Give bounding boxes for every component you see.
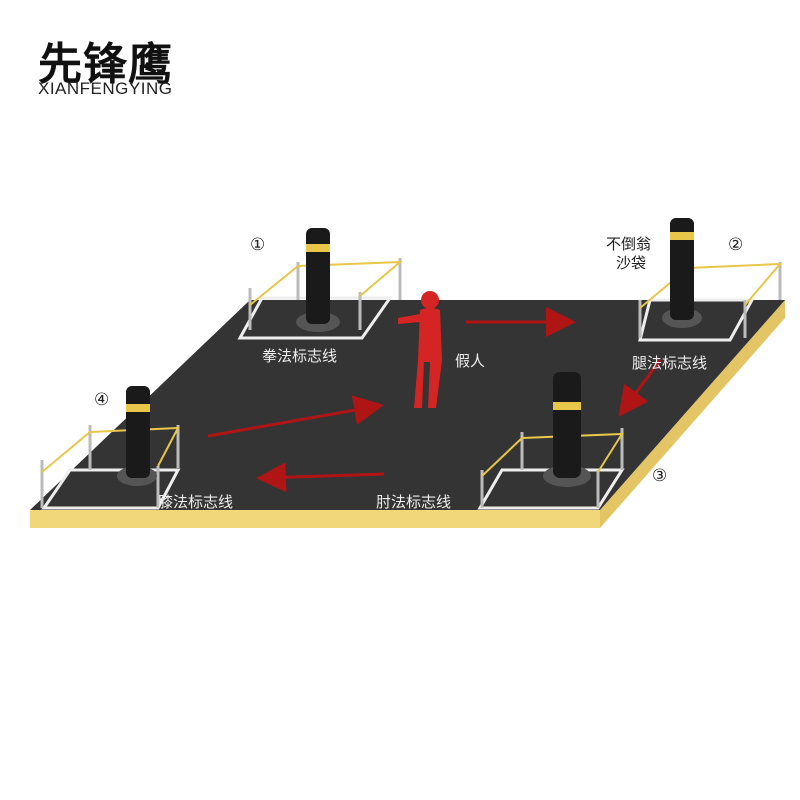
arrow-icon [207,307,662,493]
mat-edge-front [30,510,600,528]
dummy-label: 假人 [455,352,486,370]
station-1-number: ① [250,235,266,255]
brand-logo-cn: 先锋鹰 [38,39,173,90]
punching-bag-icon [296,228,340,332]
station-3-label: 肘法标志线 [376,493,452,511]
brand-logo-en: XIANFENGYING [38,79,173,98]
dummy-figure-icon [398,291,442,408]
station-1-label: 拳法标志线 [262,347,338,365]
arrow-to-dummy [207,395,384,438]
station-2-note-line1: 不倒翁 [606,235,652,253]
mat-surface [30,300,785,510]
station-3-number: ③ [652,466,668,486]
arrow-to-station-4 [256,462,385,493]
mat-edge-right [600,300,785,528]
arrow-to-station-3 [618,359,662,417]
station-1-marking [237,258,403,340]
station-2-label: 腿法标志线 [632,354,708,372]
station-4-label: 膝法标志线 [158,493,234,511]
station-2-note-line2: 沙袋 [616,254,647,272]
tumbler-bag-icon [662,218,702,328]
punching-bag-icon [117,386,157,486]
station-4-number: ④ [94,390,110,410]
punching-bag-icon [543,372,591,487]
station-2-number: ② [728,235,744,255]
